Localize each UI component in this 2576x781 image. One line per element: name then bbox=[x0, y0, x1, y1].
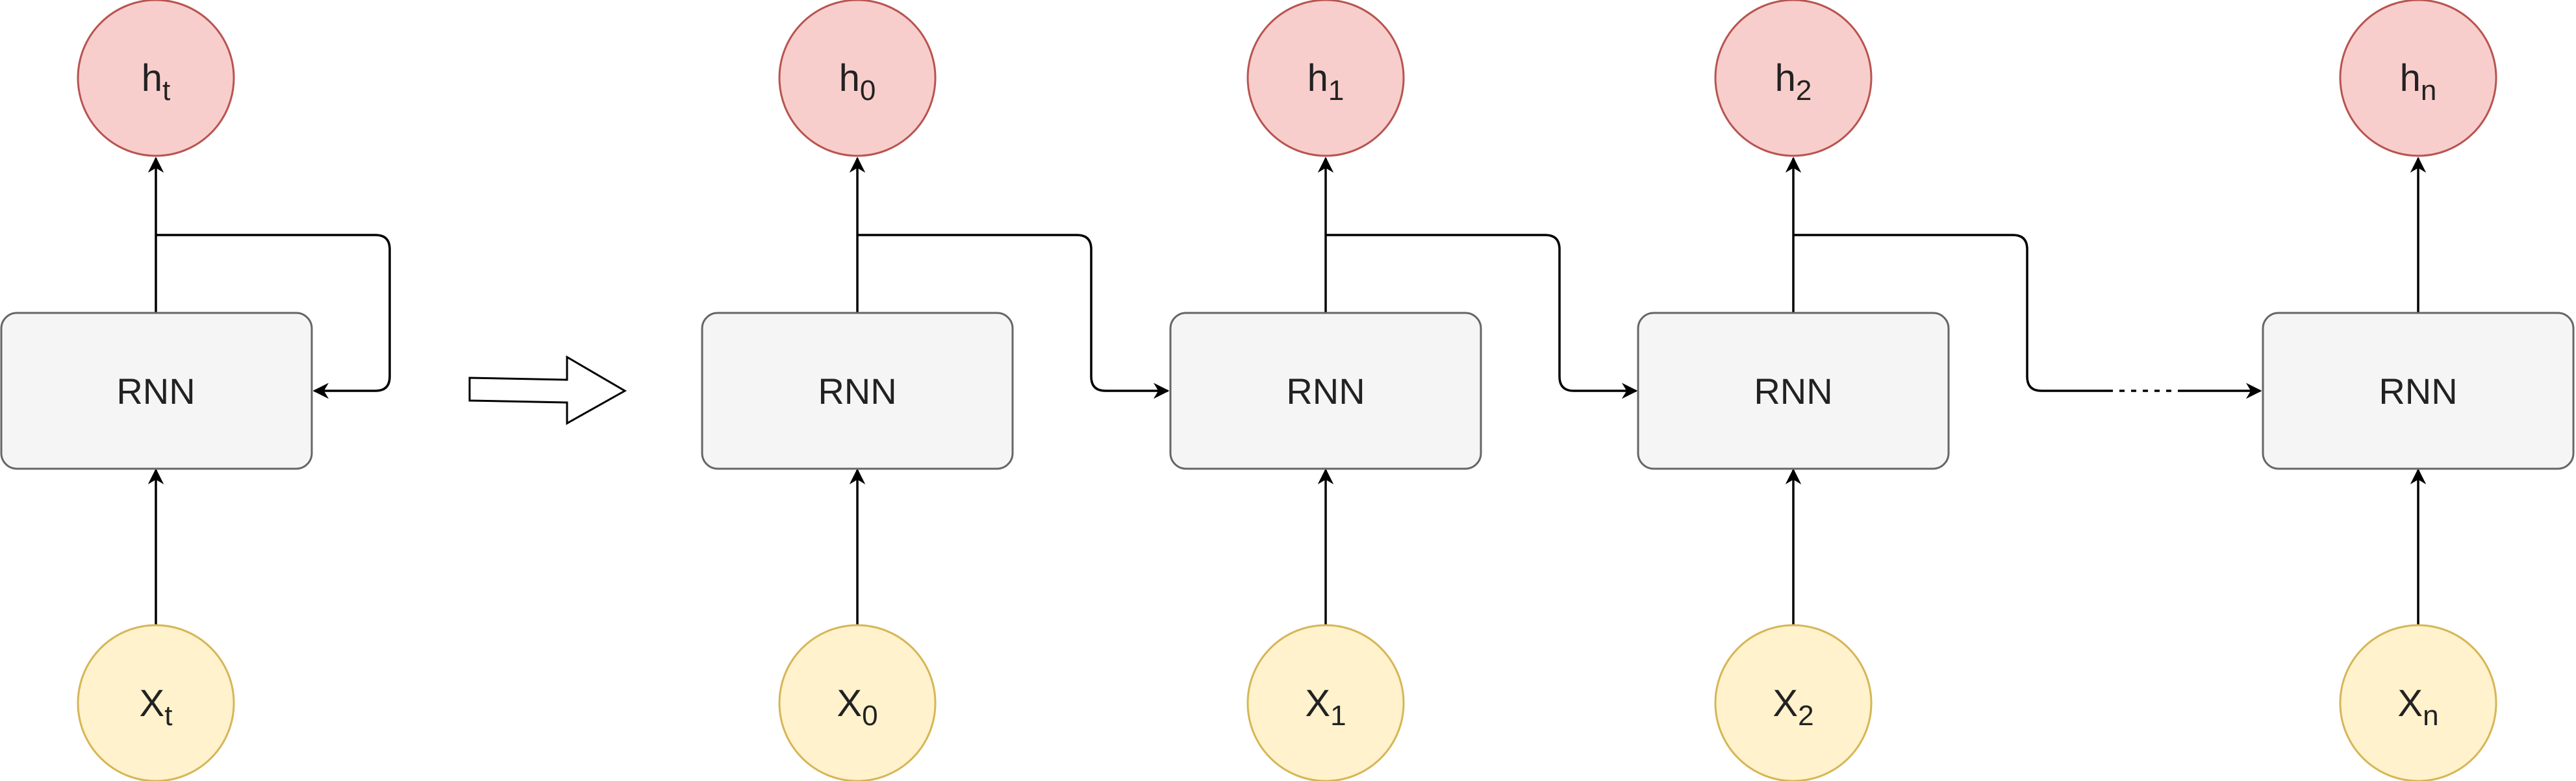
folded-input-label: Xt bbox=[140, 682, 173, 732]
folded-input-node bbox=[77, 624, 235, 781]
folded-recurrent-loop-arrow bbox=[156, 234, 391, 399]
unrolled-step-n: hn RNN Xn bbox=[2262, 0, 2575, 781]
folded-output-label: ht bbox=[142, 57, 171, 106]
folded-output-node bbox=[77, 0, 235, 157]
input-label-0: X0 bbox=[837, 682, 878, 732]
rnn-box-n bbox=[2262, 312, 2575, 470]
rnn-label-2: RNN bbox=[1754, 371, 1832, 412]
hidden-state-arrow-0-to-1 bbox=[857, 234, 1170, 399]
output-node-0 bbox=[778, 0, 937, 157]
connectors bbox=[147, 156, 2427, 625]
rnn-box-0 bbox=[701, 312, 1014, 470]
folded-rnn: ht RNN Xt bbox=[0, 0, 313, 781]
input-label-2: X2 bbox=[1773, 682, 1813, 732]
rnn-label-1: RNN bbox=[1286, 371, 1365, 412]
hidden-state-arrow-1-to-2 bbox=[1326, 234, 1638, 399]
rnn-box-1 bbox=[1169, 312, 1482, 470]
output-node-n bbox=[2339, 0, 2497, 157]
output-label-0: h0 bbox=[839, 57, 876, 106]
input-node-0 bbox=[778, 624, 937, 781]
output-node-2 bbox=[1714, 0, 1873, 157]
folded-rnn-label: RNN bbox=[116, 371, 195, 412]
unrolled-step-1: h1 RNN X1 bbox=[1169, 0, 1482, 781]
folded-rnn-box bbox=[0, 312, 313, 470]
unrolled-step-2: h2 RNN X2 bbox=[1637, 0, 1950, 781]
input-node-2 bbox=[1714, 624, 1873, 781]
output-label-1: h1 bbox=[1307, 57, 1345, 106]
hidden-state-line-2 bbox=[1793, 234, 2108, 392]
input-label-1: X1 bbox=[1305, 682, 1346, 732]
output-node-1 bbox=[1246, 0, 1405, 157]
input-node-1 bbox=[1246, 624, 1405, 781]
input-node-n bbox=[2339, 624, 2497, 781]
input-label-n: Xn bbox=[2397, 682, 2438, 732]
output-label-n: hn bbox=[2400, 57, 2437, 106]
hollow-right-arrow-icon bbox=[468, 355, 627, 425]
unrolled-step-0: h0 RNN X0 bbox=[701, 0, 1014, 781]
rnn-label-0: RNN bbox=[818, 371, 896, 412]
rnn-label-n: RNN bbox=[2379, 371, 2457, 412]
output-label-2: h2 bbox=[1775, 57, 1812, 106]
rnn-box-2 bbox=[1637, 312, 1950, 470]
